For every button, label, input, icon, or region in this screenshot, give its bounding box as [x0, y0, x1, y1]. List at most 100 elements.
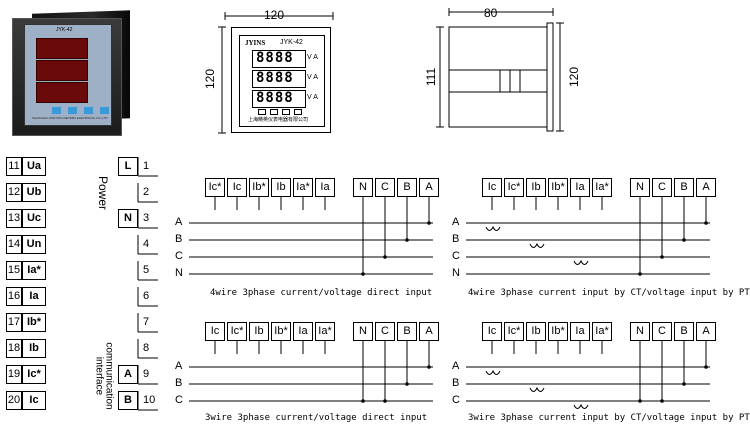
voltage-terminal: C — [375, 178, 395, 197]
junction-dot — [427, 221, 431, 225]
current-terminal: Ic — [482, 178, 502, 197]
voltage-terminal: B — [674, 178, 694, 197]
terminal-label: Ia — [22, 287, 46, 306]
current-terminal: Ib — [526, 322, 546, 341]
terminal-label: B — [118, 391, 138, 410]
diagram-caption: 4wire 3phase current input by CT/voltage… — [468, 288, 750, 298]
meter-brand: JYINS — [245, 39, 266, 47]
terminal-number: 8 — [143, 342, 150, 354]
ct-coil — [529, 386, 545, 392]
meter-front-company: 上海精英仪表电器有限公司 — [248, 117, 309, 123]
junction-dot — [361, 399, 365, 403]
current-terminal: Ia — [293, 322, 313, 341]
junction-dot — [660, 255, 664, 259]
terminal-label: Ib* — [22, 313, 46, 332]
terminal-number: 11 — [6, 157, 22, 176]
ct-coil — [529, 242, 545, 248]
terminal-label: N — [118, 209, 138, 228]
voltage-terminal: N — [353, 322, 373, 341]
meter-front: JYINS JYK-42 8888 8888 8888 V A V A V A … — [231, 27, 331, 133]
side-front-plate — [546, 22, 554, 132]
meter-row-1-unit: V A — [307, 54, 318, 61]
meter-row-1-digits: 8888 — [256, 50, 294, 66]
junction-dot — [427, 365, 431, 369]
terminal-label: Ia* — [22, 261, 46, 280]
phase-label: A — [452, 216, 460, 228]
terminal-number: 20 — [6, 391, 22, 410]
voltage-terminal: N — [630, 178, 650, 197]
terminal-label: Ua — [22, 157, 46, 176]
phase-label: B — [175, 377, 183, 389]
current-terminal: Ia — [570, 178, 590, 197]
current-terminal: Ib* — [548, 178, 568, 197]
side-depth-dim: 80 — [484, 6, 498, 20]
phase-label: C — [452, 394, 460, 406]
current-terminal: Ib* — [271, 322, 291, 341]
terminal-label: Un — [22, 235, 46, 254]
voltage-terminal: A — [419, 322, 439, 341]
terminal-number: 18 — [6, 339, 22, 358]
photo-model: JYK-42 — [56, 27, 73, 33]
current-terminal: Ia — [315, 178, 335, 197]
meter-row-2-unit: V A — [307, 74, 318, 81]
current-terminal: Ic* — [504, 322, 524, 341]
junction-dot — [638, 399, 642, 403]
terminal-number: 14 — [6, 235, 22, 254]
phase-label: B — [175, 233, 183, 245]
junction-dot — [704, 221, 708, 225]
ct-coil — [485, 369, 501, 375]
terminal-label: Ib — [22, 339, 46, 358]
terminal-label: Uc — [22, 209, 46, 228]
terminal-label: Ic* — [22, 365, 46, 384]
junction-dot — [660, 399, 664, 403]
diagram-caption: 3wire 3phase current input by CT/voltage… — [468, 413, 750, 423]
current-terminal: Ic — [227, 178, 247, 197]
phase-label: B — [452, 377, 460, 389]
current-terminal: Ic* — [504, 178, 524, 197]
terminal-label: A — [118, 365, 138, 384]
diagram-caption: 4wire 3phase current/voltage direct inpu… — [210, 288, 433, 298]
terminal-number: 2 — [143, 186, 150, 198]
terminal-number: 10 — [143, 394, 156, 406]
terminal-number: 19 — [6, 365, 22, 384]
line-art — [137, 8, 710, 411]
phase-label: B — [452, 233, 460, 245]
current-terminal: Ic — [205, 322, 225, 341]
meter-row-3-digits: 8888 — [256, 90, 294, 106]
junction-dot — [682, 382, 686, 386]
phase-label: N — [175, 267, 183, 279]
terminal-number: 12 — [6, 183, 22, 202]
root: { "product": { "model": "JYK-42", "meter… — [6, 6, 750, 423]
junction-dot — [682, 238, 686, 242]
current-terminal: Ib — [526, 178, 546, 197]
junction-dot — [383, 399, 387, 403]
terminal-number: 17 — [6, 313, 22, 332]
voltage-terminal: C — [375, 322, 395, 341]
terminal-number: 7 — [143, 316, 150, 328]
junction-dot — [704, 365, 708, 369]
current-terminal: Ic — [482, 322, 502, 341]
terminal-label: Ic — [22, 391, 46, 410]
terminal-number: 16 — [6, 287, 22, 306]
current-terminal: Ia — [570, 322, 590, 341]
meter-row-2-digits: 8888 — [256, 70, 294, 86]
current-terminal: Ib* — [548, 322, 568, 341]
terminal-number: 9 — [143, 368, 150, 380]
voltage-terminal: B — [397, 322, 417, 341]
voltage-terminal: N — [630, 322, 650, 341]
voltage-terminal: B — [674, 322, 694, 341]
phase-label: C — [452, 250, 460, 262]
current-terminal: Ib — [271, 178, 291, 197]
current-terminal: Ic* — [205, 178, 225, 197]
current-terminal: Ia* — [315, 322, 335, 341]
junction-dot — [405, 238, 409, 242]
current-terminal: Ic* — [227, 322, 247, 341]
current-terminal: Ia* — [592, 178, 612, 197]
voltage-terminal: A — [696, 322, 716, 341]
voltage-terminal: C — [652, 178, 672, 197]
terminal-number: 1 — [143, 160, 150, 172]
terminal-number: 4 — [143, 238, 150, 250]
terminal-number: 15 — [6, 261, 22, 280]
terminal-label: Ub — [22, 183, 46, 202]
current-terminal: Ib — [249, 322, 269, 341]
